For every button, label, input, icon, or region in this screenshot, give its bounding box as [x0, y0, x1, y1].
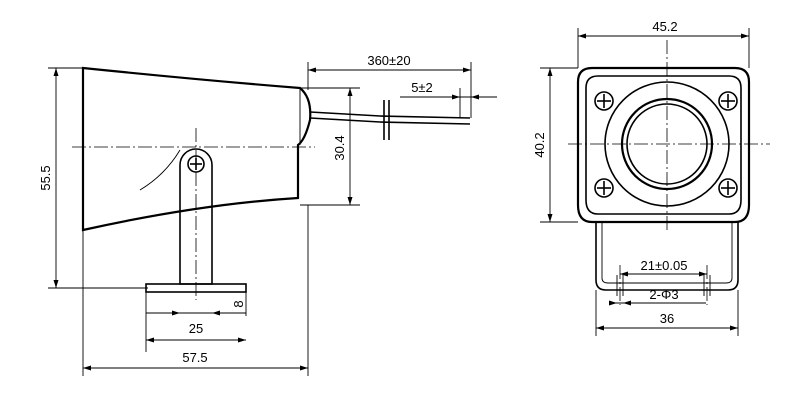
dim-hole-diameter-label: 2-Φ3	[649, 287, 678, 302]
side-view: 360±20 5±2 30.4 55.5	[38, 53, 497, 376]
cable	[309, 100, 471, 140]
screw-icon-bottom-left	[594, 178, 614, 198]
dim-hole-diameter: 2-Φ3	[609, 287, 706, 306]
dim-overall-height-label: 55.5	[38, 165, 53, 190]
dim-front-height-label: 40.2	[532, 132, 547, 157]
dim-strip-length: 5±2	[400, 80, 497, 118]
screw-icon	[187, 155, 205, 173]
dim-base-width: 36	[595, 290, 739, 336]
dim-hole-spacing-label: 21±0.05	[641, 258, 688, 273]
dim-front-width: 45.2	[577, 19, 750, 68]
dim-overall-depth-label: 57.5	[182, 350, 207, 365]
dim-bracket-width: 25	[145, 292, 246, 352]
dim-base-width-label: 36	[660, 311, 674, 326]
dim-cable-length: 360±20	[307, 53, 472, 118]
front-bracket-inner	[601, 222, 733, 284]
screw-icon-top-left	[594, 91, 614, 111]
mounting-holes	[616, 265, 711, 305]
dim-housing-height-label: 30.4	[332, 135, 347, 160]
dim-front-height: 40.2	[532, 67, 578, 223]
mounting-bracket	[179, 148, 213, 285]
front-view: 45.2 40.2 21±0.05 2-Φ3	[532, 19, 770, 336]
screw-icon-top-right	[718, 91, 738, 111]
front-bezel	[576, 66, 751, 224]
inner-curve	[139, 149, 181, 191]
horn-housing	[81, 66, 312, 232]
screw-icon-bottom-right	[718, 178, 738, 198]
dim-strip-length-label: 5±2	[411, 80, 433, 95]
dim-bracket-thickness-label: 8	[231, 300, 246, 307]
dim-hole-spacing: 21±0.05	[620, 258, 707, 277]
dim-bracket-thickness: 8	[146, 284, 247, 316]
dim-overall-depth: 57.5	[82, 205, 309, 376]
dim-housing-height: 30.4	[300, 87, 360, 206]
dim-overall-height: 55.5	[38, 67, 148, 289]
dim-bracket-width-label: 25	[189, 321, 203, 336]
front-bracket	[595, 222, 739, 291]
dim-cable-length-label: 360±20	[367, 53, 410, 68]
front-bezel-inner	[585, 75, 742, 215]
dim-front-width-label: 45.2	[652, 19, 677, 34]
